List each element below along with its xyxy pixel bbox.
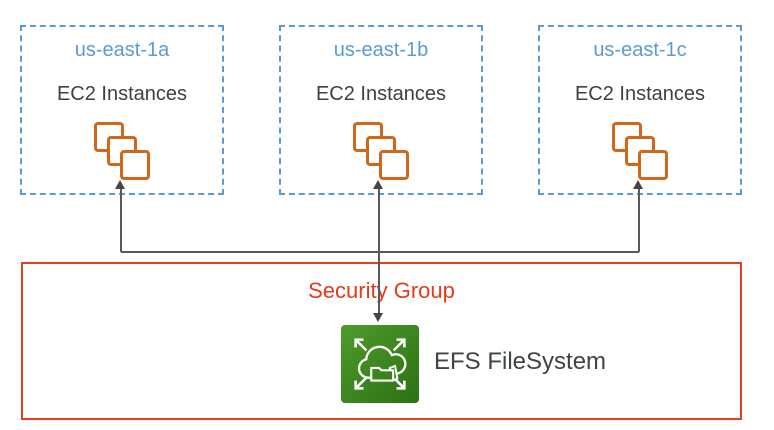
security-group-label: Security Group	[308, 278, 455, 303]
ec2-instances-icon	[353, 122, 409, 180]
availability-zone-box-1c: us-east-1c EC2 Instances	[538, 25, 742, 195]
security-group-box	[21, 262, 742, 420]
ec2-instances-icon	[94, 122, 150, 180]
ec2-instances-label: EC2 Instances	[315, 83, 447, 105]
ec2-instances-label: EC2 Instances	[56, 83, 188, 105]
az-name-label: us-east-1c	[593, 39, 687, 61]
connector-line-horizontal	[121, 251, 639, 253]
efs-icon	[341, 325, 419, 403]
arrow-up-icon	[115, 180, 125, 189]
ec2-instances-label: EC2 Instances	[574, 83, 706, 105]
arrow-up-icon	[373, 180, 383, 189]
az-name-label: us-east-1b	[333, 39, 429, 61]
arrow-up-icon	[633, 180, 643, 189]
availability-zone-box-1b: us-east-1b EC2 Instances	[279, 25, 483, 195]
ec2-instances-icon	[612, 122, 668, 180]
availability-zone-box-1a: us-east-1a EC2 Instances	[20, 25, 224, 195]
az-name-label: us-east-1a	[74, 39, 170, 61]
connector-line-right	[638, 188, 640, 252]
connector-line-middle	[378, 188, 380, 314]
efs-label: EFS FileSystem	[434, 348, 607, 375]
arrow-down-icon	[373, 313, 383, 322]
ec2-square-icon	[379, 150, 409, 180]
ec2-square-icon	[120, 150, 150, 180]
ec2-square-icon	[638, 150, 668, 180]
connector-line-left	[120, 188, 122, 252]
